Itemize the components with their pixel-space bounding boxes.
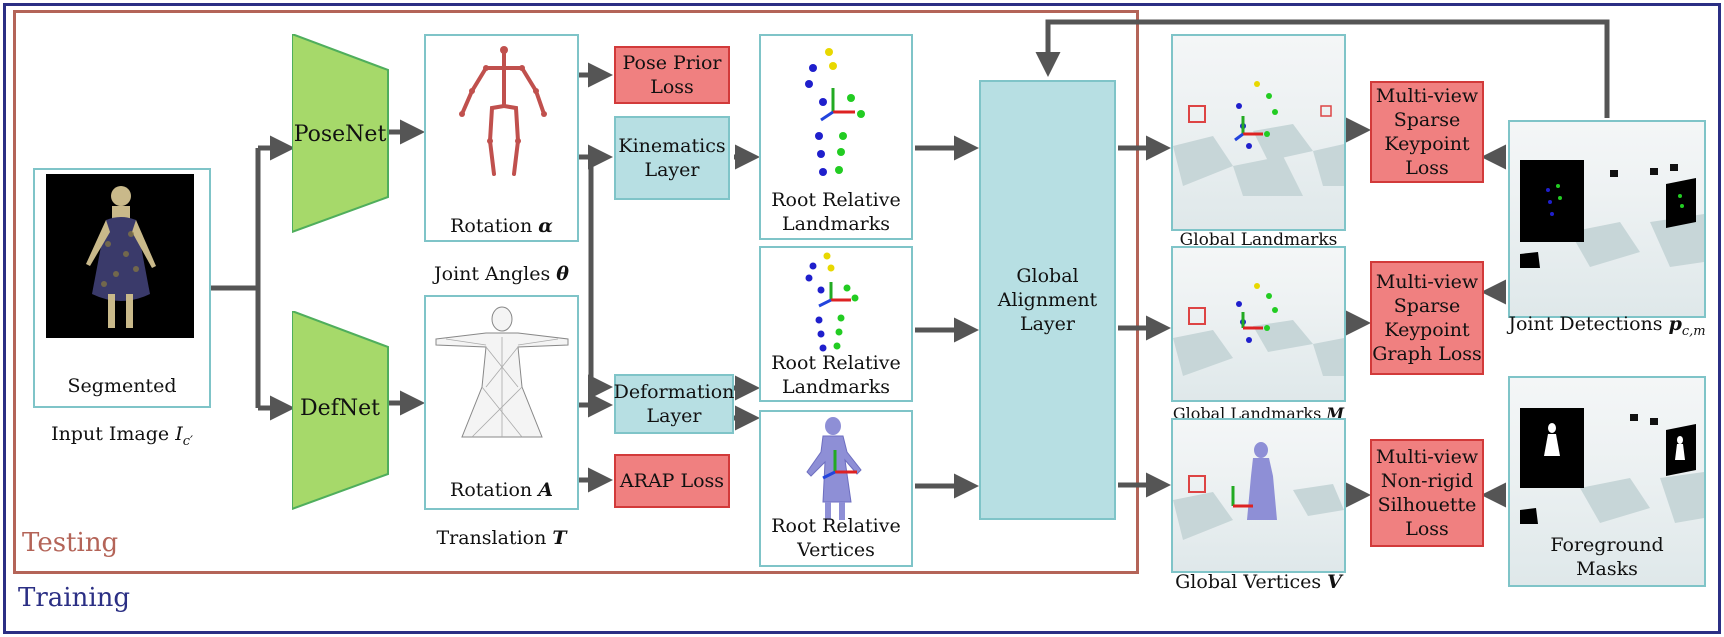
root-relative-vertices-caption: Root Relative Vertices (771, 515, 901, 561)
t-var: T (552, 527, 567, 549)
p-cm-sub: c,m (1681, 323, 1706, 339)
sparse-keypoint-graph-loss: Multi-view Sparse Keypoint Graph Loss (1370, 261, 1484, 375)
sparse-keypoint-loss: Multi-view Sparse Keypoint Loss (1370, 81, 1484, 183)
deformation-layer: Deformation Layer (614, 374, 734, 434)
input-caption-sub: c′ (182, 433, 193, 449)
multi-camera-scene-icon (1520, 160, 1704, 268)
posenet-label: PoseNet (293, 121, 387, 147)
joint-angles-text: Joint Angles (434, 263, 557, 285)
landmarks-3d-icon (805, 48, 865, 176)
root-relative-vertices-panel (759, 410, 913, 567)
v-var: V (1327, 571, 1342, 593)
global-landmarks-m-panel (1171, 246, 1346, 402)
silhouette-loss: Multi-view Non-rigid Silhouette Loss (1370, 439, 1484, 547)
checker-scene-icon (1173, 283, 1344, 376)
def-params-line2: Translation T (424, 526, 579, 550)
rotation-a-text: Rotation (450, 479, 539, 501)
defnet-shape (292, 311, 389, 510)
checker-scene-icon (1173, 81, 1344, 196)
input-image (46, 174, 194, 338)
def-params-panel (424, 295, 579, 510)
translation-text: Translation (436, 527, 553, 549)
training-label: Training (18, 583, 131, 613)
input-caption-var: I (175, 423, 183, 445)
foreground-masks-panel (1508, 376, 1706, 587)
p-cm-var: p (1668, 313, 1682, 335)
def-params-line1: Rotation A (424, 478, 579, 502)
global-vertices-caption: Global Vertices V (1171, 546, 1346, 594)
joint-detections-caption: Joint Detections pc,m (1508, 288, 1706, 344)
alpha-var: α (538, 215, 553, 237)
checker-scene-icon (1173, 442, 1344, 540)
testing-label: Testing (22, 528, 119, 558)
training-frame (3, 3, 1721, 634)
global-alignment-layer: Global Alignment Layer (979, 80, 1116, 520)
theta-var: θ (556, 263, 569, 285)
joint-detections-panel (1508, 120, 1706, 318)
root-relative-landmarks-2-caption: Root Relative Landmarks (771, 352, 901, 398)
arap-loss: ARAP Loss (614, 454, 730, 508)
pose-params-line1: Rotation α (424, 214, 579, 238)
def-params-caption: Rotation A Translation T (424, 454, 579, 574)
foreground-masks-caption: Foreground Masks (1550, 534, 1664, 580)
input-caption: Segmented Input Image Ic′ (33, 350, 211, 478)
root-relative-landmarks-2-panel (759, 246, 913, 402)
pose-prior-loss: Pose Prior Loss (614, 46, 730, 104)
joint-detections-text: Joint Detections (1508, 313, 1669, 335)
kinematics-layer: Kinematics Layer (614, 116, 730, 200)
mesh-vertices-icon (806, 417, 862, 520)
testing-frame (13, 10, 1139, 574)
a-var: A (538, 479, 553, 501)
person-silhouette-icon (86, 186, 156, 328)
global-vertices-text: Global Vertices (1175, 571, 1328, 593)
pose-params-panel (424, 34, 579, 242)
skeleton-icon (459, 46, 547, 176)
pose-params-line2: Joint Angles θ (424, 262, 579, 286)
global-landmarks-p-panel (1171, 34, 1346, 231)
input-caption-line2: Input Image Ic′ (33, 422, 211, 454)
pose-params-caption: Rotation α Joint Angles θ (424, 190, 579, 310)
global-landmarks-p-text: Global Landmarks (1179, 230, 1338, 250)
posenet-shape (292, 34, 389, 233)
multi-camera-scene-icon (1520, 408, 1704, 524)
global-vertices-panel (1171, 418, 1346, 573)
defnet-label: DefNet (300, 395, 380, 421)
root-relative-landmarks-1-caption: Root Relative Landmarks (771, 189, 901, 235)
mesh-template-icon (435, 306, 569, 438)
root-relative-landmarks-1-panel (759, 34, 913, 240)
input-caption-text: Input Image (51, 423, 176, 445)
landmarks-3d-icon (805, 252, 859, 352)
rotation-text: Rotation (450, 215, 539, 237)
input-caption-line1: Segmented (67, 375, 177, 397)
